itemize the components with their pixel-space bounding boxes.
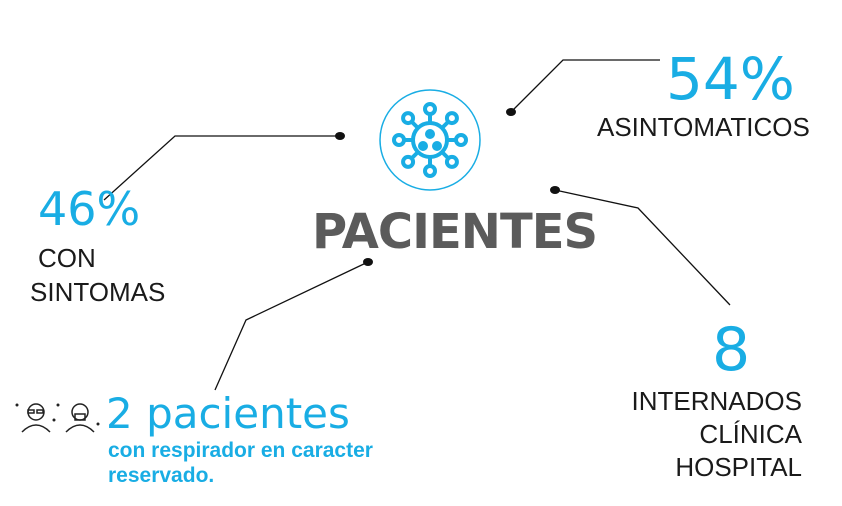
symptomatic-label-1: CON (38, 243, 96, 273)
hospitalized-line-1: INTERNADOS (631, 386, 802, 416)
connector-asymptomatic (510, 59, 660, 113)
ventilator-line-1: con respirador en caracter (108, 439, 373, 462)
ventilator-headline: 2 pacientes (106, 389, 350, 438)
dot-asymptomatic (506, 108, 516, 116)
dot-symptomatic (335, 132, 345, 140)
connector-symptomatic (103, 135, 340, 201)
hospitalized-line-2: CLÍNICA (699, 419, 802, 449)
patients-icon (21, 403, 95, 433)
asymptomatic-label: ASINTOMATICOS (597, 112, 810, 142)
ventilator-line-2: reservado. (108, 464, 215, 487)
page-title: PACIENTES (312, 204, 598, 260)
hospitalized-line-3: HOSPITAL (675, 452, 802, 482)
connector-hospitalized (554, 189, 731, 306)
sparkle-icons (15, 403, 100, 426)
hospitalized-value: 8 (712, 315, 751, 385)
virus-icon (379, 89, 481, 191)
dot-hospitalized (550, 186, 560, 194)
symptomatic-label-2: SINTOMAS (30, 277, 166, 307)
symptomatic-value: 46% (38, 182, 141, 236)
connector-ventilator (214, 261, 369, 391)
asymptomatic-value: 54% (666, 45, 795, 113)
dot-ventilator (363, 258, 373, 266)
